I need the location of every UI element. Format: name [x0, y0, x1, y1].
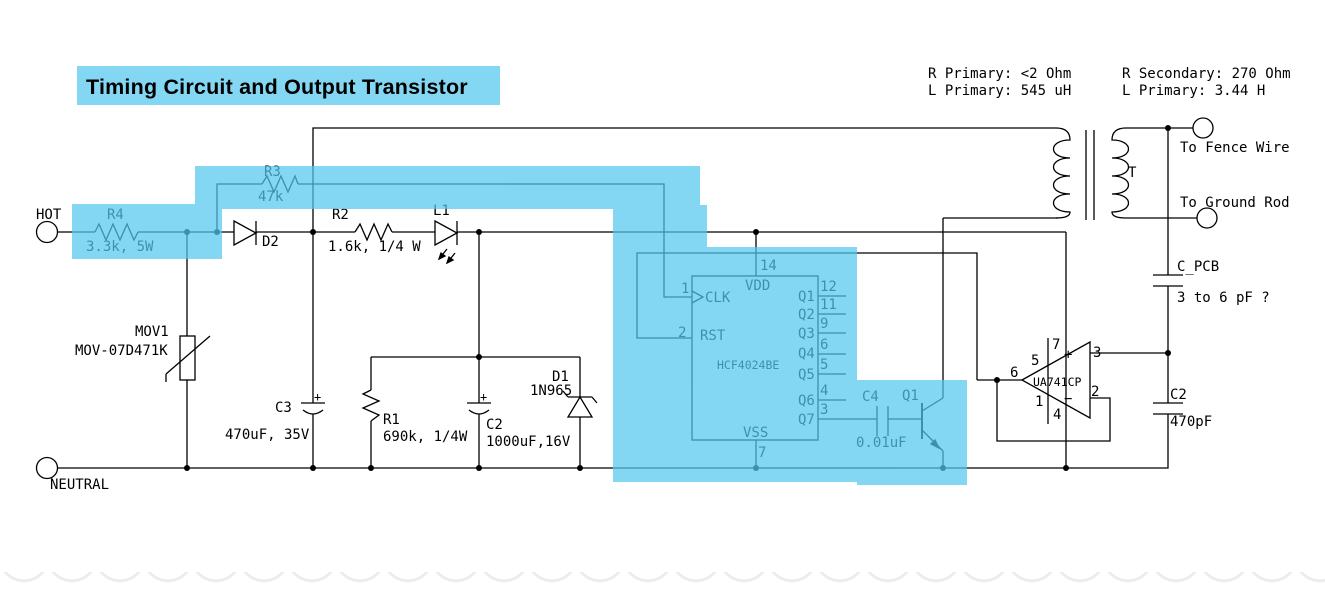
highlight-q1-block	[857, 380, 967, 485]
diode-d2	[233, 219, 258, 247]
cpcb-value: 3 to 6 pF ?	[1177, 290, 1270, 306]
c2big-value: 1000uF,16V	[486, 434, 571, 450]
cap-c2small-plates	[1153, 402, 1183, 415]
c3-ref: C3	[275, 400, 292, 416]
c3-plus: +	[314, 390, 321, 404]
opamp-pin-plus: 3	[1093, 345, 1101, 361]
led-l1-arrowhead-1	[437, 251, 447, 261]
opamp-pin-n2: 5	[1031, 353, 1039, 369]
resistor-r2	[354, 222, 393, 242]
r1-value: 690k, 1/4W	[383, 429, 468, 445]
fence-label: To Fence Wire	[1180, 140, 1290, 156]
highlight-overlays	[72, 166, 967, 485]
opamp-pin-vm: 4	[1053, 407, 1061, 423]
cpcb-ref: C_PCB	[1177, 259, 1219, 275]
note-secondary-l: L Primary: 3.44 H	[1122, 83, 1265, 99]
hot-terminal	[35, 220, 59, 244]
page-border-decoration	[0, 572, 1325, 596]
highlight-r3-band	[195, 166, 700, 209]
ground-terminal	[1196, 207, 1218, 229]
c2small-value: 470pF	[1170, 414, 1212, 430]
opamp-pin-minus: 2	[1091, 384, 1099, 400]
d1-ref: D1	[552, 369, 569, 385]
wire-filter-section	[370, 232, 581, 468]
transformer-core	[1085, 130, 1095, 220]
varistor-mov1-stroke	[165, 335, 211, 382]
opamp-minus-sign: −	[1064, 391, 1072, 407]
highlight-r4	[72, 204, 222, 259]
opamp-pin-n1: 1	[1035, 394, 1043, 410]
transformer-secondary-coil	[1111, 127, 1130, 219]
zener-d1	[566, 395, 594, 418]
cap-c3-bottom	[302, 409, 324, 415]
d1-value: 1N965	[530, 383, 572, 399]
hot-label: HOT	[36, 207, 62, 223]
opamp-plus-sign: +	[1064, 347, 1072, 363]
c2small-ref: C2	[1170, 387, 1187, 403]
r2-value: 1.6k, 1/4 W	[328, 239, 421, 255]
cap-cpcb-plates	[1153, 274, 1183, 287]
c2big-plus: +	[480, 390, 487, 404]
page-title: Timing Circuit and Output Transistor	[86, 75, 468, 99]
cap-c2big-bottom	[468, 409, 490, 415]
opamp-body	[1020, 340, 1091, 420]
d2-ref: D2	[262, 234, 279, 250]
wire-feedback	[996, 380, 1111, 442]
opamp-part-label: UA741CP	[1033, 375, 1082, 389]
wire-bottom-rail	[57, 414, 1169, 469]
r1-ref: R1	[383, 412, 400, 428]
neutral-label: NEUTRAL	[50, 477, 109, 493]
transformer-ref: T	[1128, 165, 1137, 181]
opamp-pin-vp: 7	[1052, 337, 1060, 353]
led-l1-arrowhead-2	[445, 255, 455, 265]
led-l1	[434, 219, 459, 247]
resistor-r1	[361, 389, 381, 422]
transformer-primary-coil	[1052, 127, 1071, 219]
note-primary-r: R Primary: <2 Ohm	[928, 66, 1071, 82]
r2-ref: R2	[332, 207, 349, 223]
ground-label: To Ground Rod	[1180, 195, 1290, 211]
highlight-ic-block	[613, 247, 857, 482]
mov1-ref: MOV1	[135, 324, 169, 340]
fence-terminal	[1192, 117, 1214, 139]
opamp-pin-out: 6	[1010, 365, 1018, 381]
varistor-mov1	[179, 335, 196, 381]
title-highlight	[77, 66, 500, 105]
mov1-value: MOV-07D471K	[75, 343, 168, 359]
note-primary-l: L Primary: 545 uH	[928, 83, 1071, 99]
highlight-clk-column	[613, 205, 707, 255]
neutral-terminal	[35, 456, 59, 480]
c2big-ref: C2	[486, 417, 503, 433]
note-secondary-r: R Secondary: 270 Ohm	[1122, 66, 1291, 82]
c3-value: 470uF, 35V	[225, 427, 310, 443]
